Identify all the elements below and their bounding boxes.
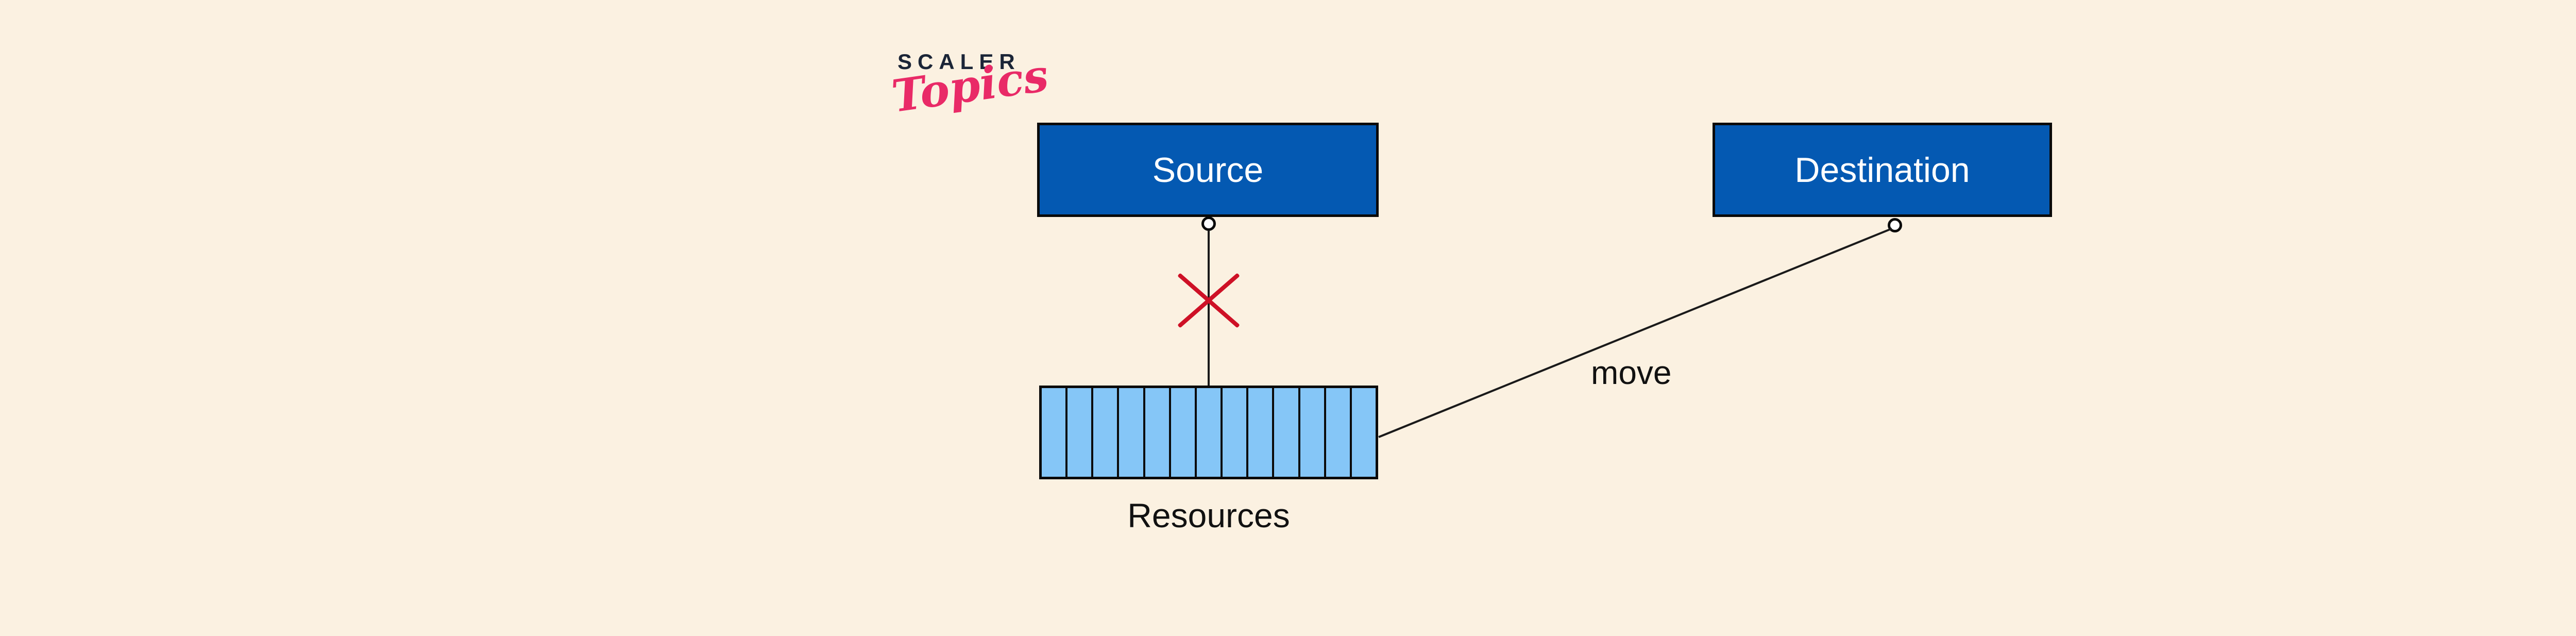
- resources-box: [1039, 386, 1378, 479]
- resource-cell: [1248, 388, 1275, 477]
- destination-node: Destination: [1713, 123, 2052, 217]
- resource-cell: [1119, 388, 1145, 477]
- resource-cell: [1274, 388, 1300, 477]
- resource-cell: [1042, 388, 1068, 477]
- resource-cell: [1223, 388, 1249, 477]
- move-edge-label: move: [1591, 354, 1672, 391]
- resource-cell: [1145, 388, 1171, 477]
- scaler-logo: SCALER Topics: [889, 49, 1052, 123]
- resources-label: Resources: [1127, 496, 1290, 534]
- blocked-connector-line: [1208, 231, 1210, 386]
- blocked-x-icon: [1169, 261, 1248, 340]
- resource-cell: [1326, 388, 1352, 477]
- resource-cell: [1093, 388, 1120, 477]
- source-node: Source: [1037, 123, 1379, 217]
- source-port-circle: [1201, 216, 1216, 231]
- resource-cell: [1196, 388, 1223, 477]
- resource-cell: [1171, 388, 1197, 477]
- move-edge-line: [1378, 227, 1892, 438]
- resource-cell: [1300, 388, 1326, 477]
- resource-cell: [1067, 388, 1094, 477]
- logo-brand-text: SCALER: [897, 49, 1021, 74]
- resource-cell: [1351, 388, 1376, 477]
